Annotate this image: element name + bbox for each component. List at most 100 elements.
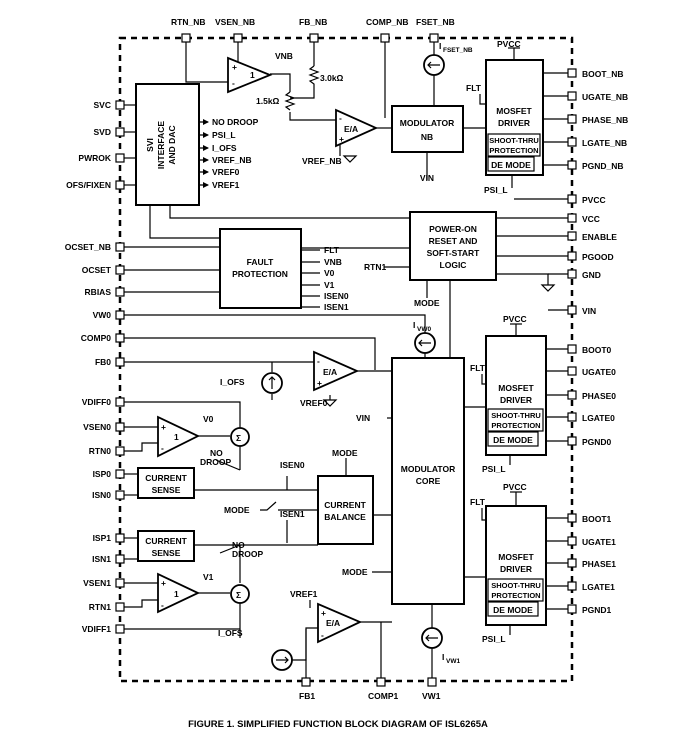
svg-text:DRIVER: DRIVER [500,564,532,574]
pin-label-fb-nb: FB_NB [299,17,327,27]
pin-label-vw1: VW1 [422,691,441,701]
svg-text:1.5kΩ: 1.5kΩ [256,96,280,106]
svg-text:+: + [317,378,322,388]
svg-text:SHOOT-THRU: SHOOT-THRU [491,411,541,420]
svg-text:DRIVER: DRIVER [500,395,532,405]
pin-label-rbias: RBIAS [85,287,112,297]
pin-label-vdiff1: VDIFF1 [82,624,112,634]
diff-amp1 [157,572,201,614]
svg-text:PVCC: PVCC [497,39,521,49]
pin-label-svd: SVD [94,127,111,137]
svg-text:PROTECTION: PROTECTION [491,591,540,600]
svg-text:MOSFET: MOSFET [498,383,534,393]
pin-label-boot-nb: BOOT_NB [582,69,624,79]
svg-text:SVI: SVI [145,138,155,152]
pin-vdiff0 [115,397,125,407]
pin-label-ofs-fixen: OFS/FIXEN [66,180,111,190]
svg-text:DROOP: DROOP [232,549,264,559]
svg-text:VNB: VNB [324,257,342,267]
pin-label-pgood: PGOOD [582,252,614,262]
svg-text:E/A: E/A [326,618,340,628]
svg-text:DROOP: DROOP [200,457,232,467]
ea1 [317,602,363,644]
svg-text:-: - [161,600,164,610]
pin-boot-nb [567,68,577,78]
pin-label-comp0: COMP0 [81,333,112,343]
pin-pgood [567,251,577,261]
svg-text:VIN: VIN [356,413,370,423]
summer1 [230,584,250,604]
svg-text:CURRENT: CURRENT [145,536,187,546]
pin-label-vsen0: VSEN0 [83,422,111,432]
svg-text:CURRENT: CURRENT [324,500,366,510]
pin-comp-nb [380,33,390,43]
svg-text:PSI_L: PSI_L [482,464,506,474]
pin-rtn-nb [181,33,191,43]
svg-text:+: + [232,62,237,72]
svg-text:VIN: VIN [420,173,434,183]
pin-label-rtn1: RTN1 [89,602,111,612]
pin-label-vdiff0: VDIFF0 [82,397,112,407]
svi-block: SVI INTERFACE AND DAC NO DROOP PSI_L I_O… [135,83,259,206]
svg-text:ISEN1: ISEN1 [324,302,349,312]
pin-label-comp1: COMP1 [368,691,399,701]
pin-lgate-nb [567,137,577,147]
pin-label-vsen-nb: VSEN_NB [215,17,255,27]
svg-text:PVCC: PVCC [503,482,527,492]
summer0 [230,427,250,447]
pin-label-isp1: ISP1 [93,533,112,543]
pin-ugate-nb [567,91,577,101]
figure-caption: FIGURE 1. SIMPLIFIED FUNCTION BLOCK DIAG… [188,719,488,730]
svg-text:+: + [339,134,344,144]
pin-label-phase0: PHASE0 [582,391,616,401]
pin-vdiff1 [115,624,125,634]
resistor-1k5 [284,91,296,111]
svg-text:DRIVER: DRIVER [498,118,530,128]
svg-text:CORE: CORE [416,476,441,486]
pin-label-vcc: VCC [582,214,600,224]
amplifiers: + - 1 - + E/A - + E/A + - 1 + - 1 + - E/… [157,56,379,644]
current-sense-0: CURRENT SENSE [137,467,195,499]
pin-vw1 [427,677,437,687]
mosfet-driver-1: MOSFET DRIVER SHOOT-THRU PROTECTION DE M… [470,482,547,644]
pin-label-enable: ENABLE [582,232,617,242]
current-sense-1: CURRENT SENSE [137,530,195,562]
pin-label-isn0: ISN0 [92,490,111,500]
pin-vsen-nb [233,33,243,43]
pin-label-lgate1: LGATE1 [582,582,615,592]
pin-svc [115,100,125,110]
svg-text:NO: NO [232,540,245,550]
svg-text:SENSE: SENSE [152,485,181,495]
svg-text:-: - [317,356,320,366]
pin-label-vin: VIN [582,306,596,316]
left-pins: SVC SVD PWROK OFS/FIXEN OCSET_NB OCSET R… [65,100,125,634]
svg-text:NO DROOP: NO DROOP [212,117,259,127]
svg-text:MOSFET: MOSFET [496,106,532,116]
pin-ocset [115,265,125,275]
pin-pvcc [567,194,577,204]
pin-vin [567,305,577,315]
svg-text:I_OFS: I_OFS [220,377,245,387]
svg-text:Σ: Σ [236,590,241,600]
svg-text:PROTECTION: PROTECTION [232,269,288,279]
svg-text:+: + [321,608,326,618]
resistors [284,65,320,111]
pin-phase1 [567,558,577,568]
svg-text:SHOOT-THRU: SHOOT-THRU [489,136,539,145]
pin-label-svc: SVC [94,100,111,110]
svg-text:FLT: FLT [466,83,482,93]
svg-text:VREF_NB: VREF_NB [212,155,252,165]
svg-text:1: 1 [174,432,179,442]
svg-text:MODE: MODE [224,505,250,515]
svg-text:AND DAC: AND DAC [167,125,177,164]
pin-label-ugate0: UGATE0 [582,367,616,377]
svg-text:VREF1: VREF1 [290,589,318,599]
svg-text:RTN1: RTN1 [364,262,386,272]
pin-pgnd0 [567,436,577,446]
nb-error-amp [335,108,379,148]
pin-label-phase-nb: PHASE_NB [582,115,628,125]
pin-label-fb0: FB0 [95,357,111,367]
svg-text:FLT: FLT [324,245,340,255]
right-pins: BOOT_NB UGATE_NB PHASE_NB LGATE_NB PGND_… [567,68,628,615]
pin-label-ugate1: UGATE1 [582,537,616,547]
